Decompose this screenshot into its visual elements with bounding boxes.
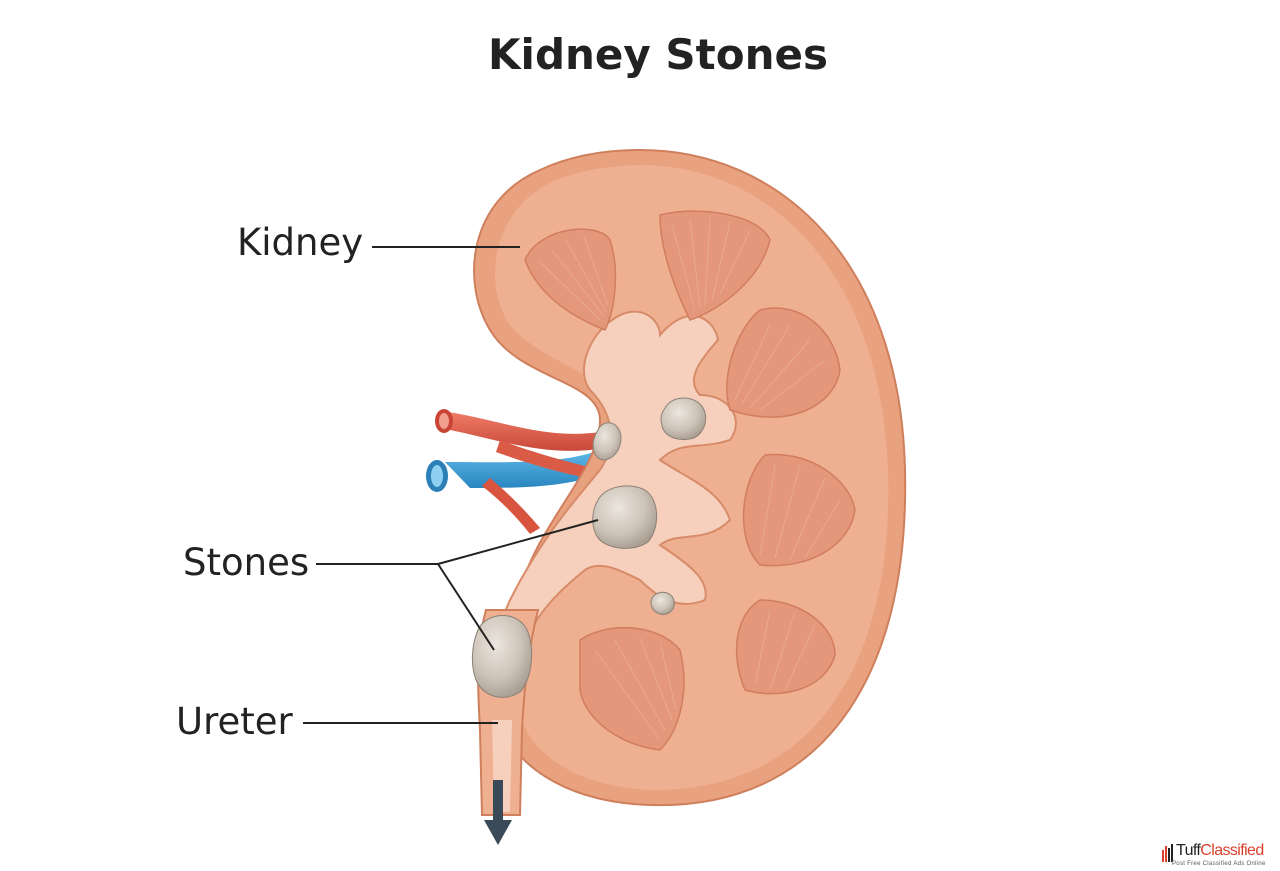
bar-chart-icon — [1162, 844, 1173, 862]
vein-icon — [426, 450, 612, 534]
leader-lines — [303, 246, 599, 724]
kidney-stone-icon — [660, 397, 707, 440]
diagram-title: Kidney Stones — [488, 30, 828, 79]
watermark-tagline: Post Free Classified Ads Online — [1172, 861, 1266, 867]
label-stones: Stones — [183, 541, 310, 584]
kidney-stone-icon — [592, 422, 622, 461]
artery-icon — [435, 409, 604, 480]
kidney-stone-icon — [592, 485, 658, 549]
pyramid-striations — [539, 217, 841, 741]
renal-pyramids — [524, 210, 856, 751]
watermark-name-part1: Tuff — [1176, 842, 1201, 859]
watermark-name: TuffClassified — [1176, 842, 1264, 860]
label-ureter: Ureter — [176, 700, 293, 743]
label-kidney: Kidney — [237, 221, 364, 264]
watermark-logo: TuffClassified Post Free Classified Ads … — [1162, 842, 1280, 870]
kidney-stone-icon — [650, 591, 675, 615]
arrow-down-icon — [484, 780, 512, 845]
watermark-name-part2: Classified — [1200, 842, 1264, 859]
kidney-stone-icon — [471, 615, 533, 698]
